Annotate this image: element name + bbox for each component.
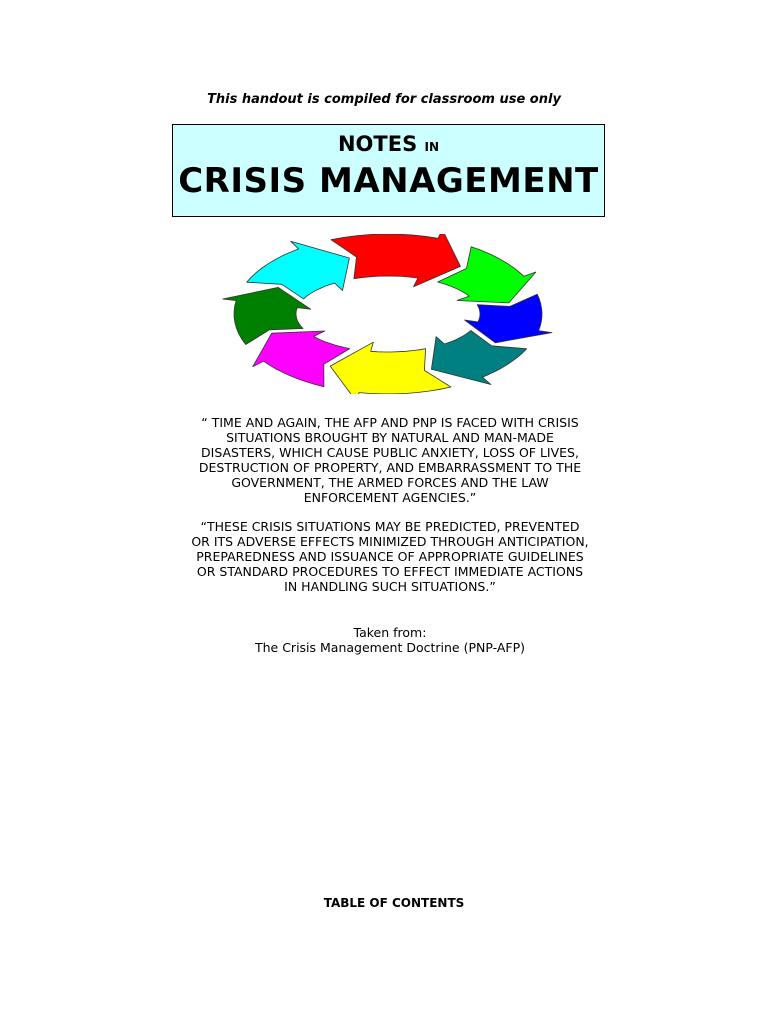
quote-1: “ TIME AND AGAIN, THE AFP AND PNP IS FAC… [198, 415, 582, 505]
cycle-arrow-2 [437, 246, 537, 304]
cycle-arrow-6 [252, 330, 351, 388]
cycle-arrow-1 [330, 234, 461, 288]
title-line1: NOTES IN [173, 131, 604, 160]
source-label: Taken from: [353, 625, 427, 640]
document-title: CRISIS MANAGEMENT [178, 161, 599, 201]
title-notes: NOTES [337, 132, 418, 156]
quote-2: “THESE CRISIS SITUATIONS MAY BE PREDICTE… [191, 519, 589, 594]
cycle-arrow-5 [329, 341, 452, 394]
circular-arrows-cycle-icon [222, 234, 553, 394]
cycle-arrow-4 [430, 330, 528, 385]
cycle-arrow-3 [464, 293, 553, 344]
title-box: NOTES IN CRISIS MANAGEMENT [172, 124, 605, 217]
disclaimer-text: This handout is compiled for classroom u… [207, 92, 561, 107]
source-citation: The Crisis Management Doctrine (PNP-AFP) [254, 640, 525, 655]
cycle-arrow-8 [246, 240, 350, 300]
table-of-contents-heading: TABLE OF CONTENTS [323, 896, 465, 910]
cycle-arrow-7 [222, 287, 312, 345]
title-connector: IN [424, 140, 440, 154]
source-block: Taken from: The Crisis Management Doctri… [0, 625, 768, 655]
